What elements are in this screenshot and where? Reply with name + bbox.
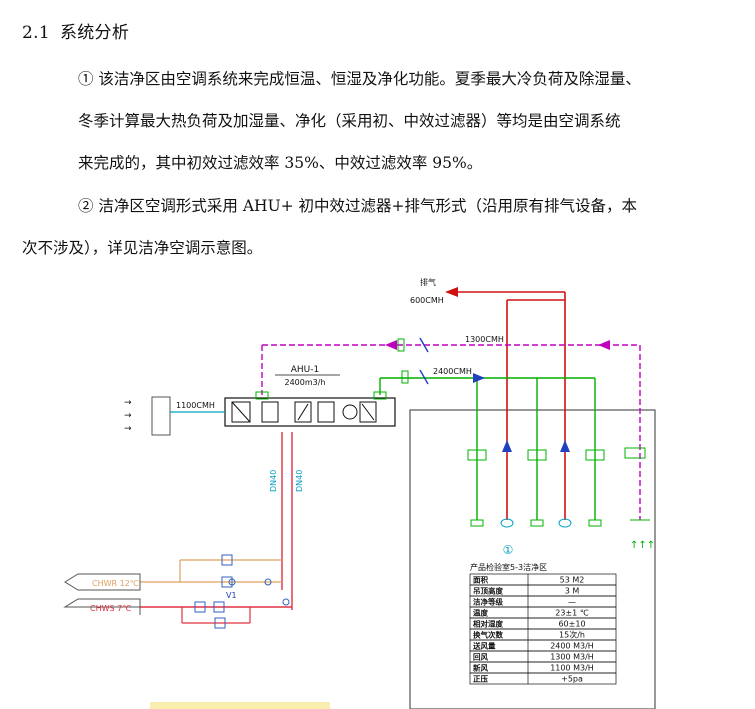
supply-filter-icon bbox=[527, 449, 547, 461]
room-table-label: 正压 bbox=[473, 675, 488, 684]
room-table-value: 1100 M3/H bbox=[550, 664, 594, 673]
chws-tag bbox=[63, 598, 141, 615]
pipe-label-1: DN40 bbox=[269, 470, 278, 492]
room-table-value: +5pa bbox=[561, 675, 583, 684]
chilled-water-pipes bbox=[140, 432, 293, 624]
ahu-capacity: 2400m3/h bbox=[284, 378, 325, 387]
exhaust-duct bbox=[455, 291, 566, 520]
ahu-damper-icon bbox=[255, 391, 269, 400]
room-table-label: 温度 bbox=[473, 608, 488, 618]
fresh-air-louver-icon bbox=[151, 396, 171, 436]
room-table-row bbox=[469, 661, 617, 674]
room-table-value: 1300 M3/H bbox=[550, 653, 594, 662]
room-table-value: 23±1 ℃ bbox=[555, 609, 589, 618]
paragraph-1: ① 该洁净区由空调系统来完成恒温、恒湿及净化功能。夏季最大冷负荷及除湿量、 冬季… bbox=[22, 58, 734, 184]
svg-text:↑↑↑: ↑↑↑ bbox=[630, 540, 655, 551]
room-table-label: 换气次数 bbox=[473, 630, 503, 640]
return-flow-label: 1300CMH bbox=[465, 335, 504, 344]
return-arrow-icon bbox=[385, 340, 397, 350]
section-heading: 2.1 系统分析 bbox=[22, 18, 129, 43]
supply-arrow-icon bbox=[473, 373, 485, 383]
paragraph-1-line-1: ① 该洁净区由空调系统来完成恒温、恒湿及净化功能。夏季最大冷负荷及除湿量、 bbox=[78, 70, 641, 88]
room-table-value: — bbox=[568, 598, 576, 607]
section-number: 2.1 bbox=[22, 23, 50, 43]
return-valve-icon bbox=[419, 337, 429, 353]
paragraph-1-line-2: 冬季计算最大热负荷及加湿量、净化（采用初、中效过滤器）等均是由空调系统 bbox=[78, 112, 621, 130]
return-duct bbox=[261, 344, 641, 520]
exhaust-label: 排气 bbox=[420, 277, 436, 287]
supply-filter-icon bbox=[467, 449, 487, 461]
room-table-row bbox=[469, 606, 617, 619]
room-table-value: 53 M2 bbox=[560, 576, 585, 585]
fresh-air-arrows: → bbox=[124, 411, 132, 421]
exhaust-riser-arrow-icon bbox=[560, 440, 570, 452]
fresh-air-arrows: → bbox=[124, 424, 132, 434]
chwr-tag bbox=[64, 573, 141, 591]
exhaust-flow-label: 600CMH bbox=[410, 296, 444, 305]
room-table-label: 回风 bbox=[473, 653, 488, 662]
fresh-air-flow-label: 1100CMH bbox=[176, 401, 215, 410]
supply-valve-icon bbox=[419, 369, 429, 385]
supply-flow-label: 2400CMH bbox=[433, 367, 472, 376]
room-table-value: 60±10 bbox=[558, 620, 585, 629]
caption-fragment bbox=[150, 702, 330, 709]
room-table-value: 3 M bbox=[565, 587, 580, 596]
ceiling-diffusers: ↑↑↑ bbox=[470, 518, 655, 551]
supply-filter-icon bbox=[585, 449, 605, 461]
exhaust-riser-arrow-icon bbox=[502, 440, 512, 452]
room-table-label: 送风量 bbox=[472, 641, 496, 651]
return-arrow-icon bbox=[598, 340, 610, 350]
room-data-table: 面积 53 M2 吊顶高度 3 M 洁净等级 — 温度 23±1 ℃ 相对湿度 60±10 换气次数… bbox=[469, 573, 617, 685]
paragraph-2: ② 洁净区空调形式采用 AHU+ 初中效过滤器+排气形式（沿用原有排气设备，本 … bbox=[22, 185, 734, 269]
exhaust-arrow-icon bbox=[445, 287, 458, 297]
room-table-label: 新风 bbox=[473, 663, 488, 673]
room-table-title: 产品检验室5-3洁净区 bbox=[470, 562, 547, 572]
room-table-label: 吊顶高度 bbox=[473, 586, 503, 596]
room-table-value: 2400 M3/H bbox=[550, 642, 594, 651]
room-table-value: 15次/h bbox=[559, 630, 585, 640]
valve-label: V1 bbox=[226, 591, 237, 600]
supply-damper-icon bbox=[401, 370, 409, 384]
ahu-name: AHU-1 bbox=[291, 365, 320, 375]
paragraph-2-line-2: 次不涉及），详见洁净空调示意图。 bbox=[22, 239, 263, 257]
paragraph-2-line-1: ② 洁净区空调形式采用 AHU+ 初中效过滤器+排气形式（沿用原有排气设备，本 bbox=[78, 197, 638, 215]
room-table-row bbox=[469, 573, 617, 586]
paragraph-1-line-3: 来完成的，其中初效过滤效率 35%、中效过滤效率 95%。 bbox=[78, 154, 483, 172]
room-table-label: 相对湿度 bbox=[473, 619, 503, 629]
fresh-air-arrows: → bbox=[124, 398, 132, 408]
chws-label: CHWS 7℃ bbox=[90, 604, 131, 613]
room-table-row bbox=[469, 672, 617, 685]
chwr-label: CHWR 12℃ bbox=[92, 579, 139, 588]
return-grille-icon bbox=[624, 447, 646, 459]
room-table-row bbox=[469, 650, 617, 663]
return-damper-icon bbox=[397, 338, 405, 352]
section-title: 系统分析 bbox=[59, 23, 130, 43]
room-table-label: 洁净等级 bbox=[473, 597, 503, 607]
pipe-valves bbox=[194, 554, 290, 629]
room-table-label: 面积 bbox=[473, 575, 488, 585]
pipe-label-2: DN40 bbox=[295, 470, 304, 492]
room-id: ① bbox=[503, 543, 514, 557]
ahu-unit bbox=[224, 397, 396, 427]
clean-room-outline bbox=[409, 409, 656, 709]
ahu-damper-icon bbox=[373, 391, 387, 400]
